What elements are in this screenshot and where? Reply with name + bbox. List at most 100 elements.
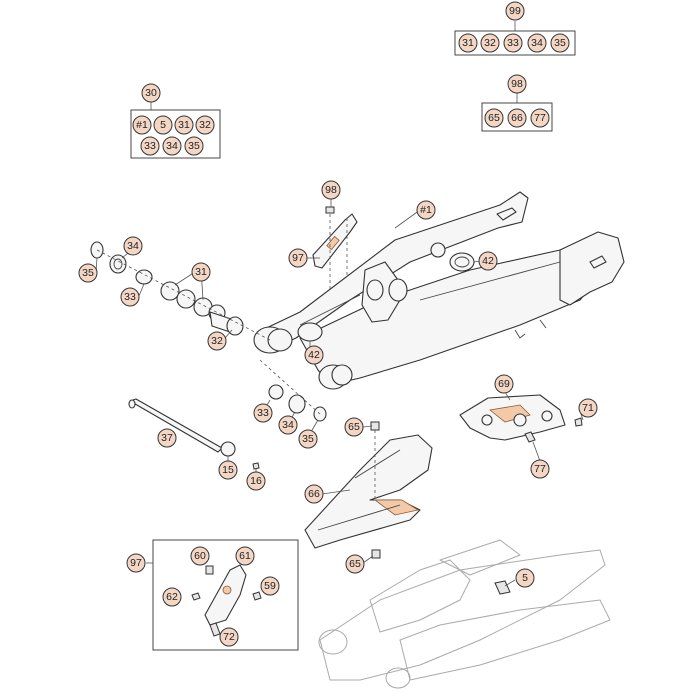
callout[interactable]: 33	[253, 399, 273, 423]
chain-guide-69	[459, 394, 583, 443]
pivot-axle-37	[128, 398, 260, 470]
kit-30-item[interactable]: 31	[174, 115, 194, 135]
svg-text:31: 31	[195, 266, 207, 278]
callout[interactable]: 33	[120, 283, 145, 307]
callout[interactable]: 37	[157, 428, 177, 448]
kit-30-label-callout[interactable]: 30	[141, 83, 161, 103]
callout[interactable]: 77	[530, 441, 550, 479]
kit-98: 98 65 66 77	[481, 74, 553, 132]
kit-97-item[interactable]: 60	[190, 546, 210, 566]
kit-99-item[interactable]: 31	[458, 33, 478, 53]
svg-text:98: 98	[511, 78, 523, 90]
svg-text:77: 77	[534, 112, 546, 124]
callout[interactable]: 32	[207, 329, 233, 351]
svg-text:42: 42	[482, 255, 494, 267]
svg-text:34: 34	[531, 37, 543, 49]
svg-text:66: 66	[308, 488, 320, 500]
svg-text:#1: #1	[136, 119, 148, 131]
kit-99-item[interactable]: 33	[503, 33, 523, 53]
kit-98-label-callout[interactable]: 98	[507, 74, 527, 94]
kit-30-item[interactable]: 33	[140, 136, 160, 156]
svg-text:77: 77	[534, 463, 546, 475]
callout[interactable]: #1	[394, 200, 436, 229]
callout[interactable]: 42	[304, 341, 324, 365]
chain-slider-66	[304, 421, 433, 559]
svg-text:97: 97	[130, 557, 142, 569]
kit-98-item[interactable]: 77	[530, 108, 550, 128]
kit-30-item[interactable]: 34	[162, 136, 182, 156]
svg-text:99: 99	[509, 5, 521, 17]
kit-99-label-callout[interactable]: 99	[505, 1, 525, 21]
chain-guide-bracket-76	[312, 206, 358, 290]
svg-text:16: 16	[250, 475, 262, 487]
swingarm-main	[253, 191, 625, 390]
callout[interactable]: 31	[174, 262, 211, 301]
svg-text:35: 35	[302, 433, 314, 445]
svg-text:33: 33	[124, 291, 136, 303]
callout[interactable]: 65	[345, 554, 374, 574]
kit-98-item[interactable]: 66	[507, 108, 527, 128]
kit-97-item[interactable]: 59	[260, 576, 280, 596]
pivot-parts-stack	[90, 241, 271, 341]
svg-text:37: 37	[161, 432, 173, 444]
kit-30-item[interactable]: 32	[195, 115, 215, 135]
callout[interactable]: 5	[504, 568, 535, 588]
kit-30-item[interactable]: 5	[153, 115, 173, 135]
kit-97-item[interactable]: 62	[162, 587, 182, 607]
svg-text:32: 32	[199, 119, 211, 131]
kit-97-label-callout[interactable]: 97	[126, 553, 146, 573]
svg-text:5: 5	[160, 119, 166, 131]
kit-30: 30 #1 5 31 32 33 34 35	[130, 83, 221, 159]
svg-text:35: 35	[82, 267, 94, 279]
callout[interactable]: 15	[218, 456, 238, 480]
svg-text:32: 32	[211, 335, 223, 347]
svg-text:66: 66	[511, 112, 523, 124]
callout[interactable]: 16	[246, 469, 266, 491]
svg-text:72: 72	[223, 631, 235, 643]
svg-text:71: 71	[582, 402, 594, 414]
callout[interactable]: 66	[304, 484, 351, 504]
callout[interactable]: 65	[344, 417, 373, 437]
kit-97-item[interactable]: 61	[235, 546, 255, 566]
svg-text:30: 30	[145, 87, 157, 99]
callout[interactable]: 35	[78, 257, 98, 283]
svg-text:5: 5	[522, 572, 528, 584]
callout[interactable]: 71	[578, 398, 598, 421]
callout[interactable]: 34	[121, 236, 143, 259]
svg-text:65: 65	[348, 421, 360, 433]
svg-text:31: 31	[178, 119, 190, 131]
svg-text:35: 35	[188, 140, 200, 152]
svg-text:97: 97	[292, 252, 304, 264]
svg-text:32: 32	[484, 37, 496, 49]
callout[interactable]: 42	[473, 251, 498, 271]
kit-97: 97 60 61 59 62 72	[126, 539, 299, 651]
svg-text:35: 35	[554, 37, 566, 49]
svg-text:59: 59	[264, 580, 276, 592]
lower-washers	[259, 359, 327, 422]
svg-text:60: 60	[194, 550, 206, 562]
svg-text:62: 62	[166, 591, 178, 603]
kit-99-item[interactable]: 35	[550, 33, 570, 53]
kit-99-item[interactable]: 32	[480, 33, 500, 53]
kit-99-item[interactable]: 34	[527, 33, 547, 53]
callout[interactable]: 98	[321, 180, 341, 207]
kit-30-item[interactable]: #1	[132, 115, 152, 135]
callout[interactable]: 34	[278, 411, 298, 435]
svg-text:42: 42	[308, 349, 320, 361]
svg-text:#1: #1	[420, 204, 432, 216]
kit-98-item[interactable]: 65	[484, 108, 504, 128]
callout[interactable]: 69	[494, 374, 514, 401]
svg-text:34: 34	[166, 140, 178, 152]
svg-text:33: 33	[507, 37, 519, 49]
svg-text:69: 69	[498, 378, 510, 390]
callout[interactable]: 97	[288, 248, 320, 268]
kit-99: 99 31 32 33 34 35	[454, 1, 576, 56]
svg-text:65: 65	[488, 112, 500, 124]
svg-text:65: 65	[349, 558, 361, 570]
kit-97-item[interactable]: 72	[219, 627, 239, 647]
svg-text:33: 33	[257, 407, 269, 419]
callout[interactable]: 35	[298, 419, 319, 449]
kit-30-item[interactable]: 35	[184, 136, 204, 156]
svg-text:33: 33	[144, 140, 156, 152]
